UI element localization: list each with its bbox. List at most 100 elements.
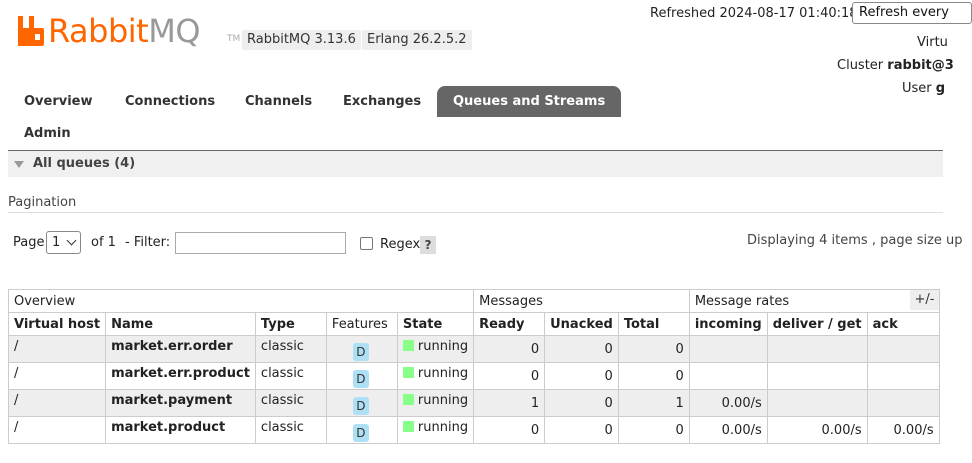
col-state[interactable]: State [396,312,475,336]
tab-exchanges[interactable]: Exchanges [343,94,422,109]
cell-state: running [396,362,475,390]
refresh-interval-select[interactable]: Refresh every [852,2,972,24]
cell-ack [866,362,940,390]
col-deliver-get[interactable]: deliver / get [766,312,868,336]
displaying-info: Displaying 4 items , page size up [747,233,963,248]
page-select[interactable]: 1 [46,231,81,254]
column-toggle-button[interactable]: +/- [910,290,939,310]
queues-table: Overview Messages Message rates Virtual … [7,289,940,444]
cell-state: running [396,389,475,417]
cell-unacked: 0 [544,362,619,390]
page-count: of 1 [91,235,116,250]
user-name: g [935,81,946,96]
cell-state: running [396,335,475,363]
queue-name-link[interactable]: market.product [105,416,256,444]
queue-name-link[interactable]: market.err.product [105,362,256,390]
tab-channels[interactable]: Channels [245,94,313,109]
cell-vhost: / [7,335,107,363]
filter-input[interactable] [175,232,346,254]
cell-features: D [325,362,398,390]
tab-connections[interactable]: Connections [125,94,216,109]
cell-ready: 0 [473,335,546,363]
cell-vhost: / [7,362,107,390]
user-info: User g [902,81,945,96]
user-label: User [902,81,932,96]
col-name[interactable]: Name [105,312,256,336]
cluster-name: rabbit@3 [887,58,954,73]
pagination-divider [8,212,943,213]
all-queues-section-toggle[interactable]: All queues (4) [8,151,943,177]
col-unacked[interactable]: Unacked [544,312,619,336]
tab-overview[interactable]: Overview [24,94,93,109]
page-label: Page [13,235,45,250]
collapse-triangle-icon [14,161,24,168]
cell-ack: 0.00/s [866,416,940,444]
section-title: All queues (4) [33,156,136,171]
durable-badge: D [352,397,369,415]
table-row: / market.payment classic D running 1 0 1… [7,389,940,417]
chevron-down-icon [66,235,77,246]
brand-name: RabbitMQ [48,12,200,50]
tab-queues-and-streams[interactable]: Queues and Streams [437,86,622,117]
cell-type: classic [254,362,327,390]
erlang-version: Erlang 26.2.5.2 [362,30,472,50]
table-row: / market.err.product classic D running 0… [7,362,940,390]
cell-incoming [688,335,768,363]
virtual-host-label: Virtu [917,35,948,50]
cell-total: 0 [617,335,690,363]
group-overview: Overview [7,289,475,313]
cluster-info: Cluster rabbit@3 [837,58,954,73]
running-indicator-icon [402,421,414,432]
regex-checkbox[interactable] [360,237,373,250]
cell-deliver-get [766,362,868,390]
cell-vhost: / [7,389,107,417]
cell-type: classic [254,335,327,363]
cluster-label: Cluster [837,58,884,73]
running-indicator-icon [402,394,414,405]
col-features: Features [325,312,398,336]
cell-ready: 0 [473,362,546,390]
cell-ready: 1 [473,389,546,417]
refreshed-timestamp: Refreshed 2024-08-17 01:40:18 [650,6,858,21]
cell-features: D [325,389,398,417]
cell-deliver-get [766,389,868,417]
col-incoming[interactable]: incoming [688,312,768,336]
regex-help-button[interactable]: ? [420,236,436,254]
queue-name-link[interactable]: market.payment [105,389,256,417]
col-ack[interactable]: ack [866,312,940,336]
cell-state: running [396,416,475,444]
cell-unacked: 0 [544,335,619,363]
running-indicator-icon [402,367,414,378]
cell-features: D [325,335,398,363]
col-total[interactable]: Total [617,312,690,336]
group-messages: Messages [473,289,690,313]
table-row: / market.err.order classic D running 0 0… [7,335,940,363]
col-ready[interactable]: Ready [473,312,546,336]
durable-badge: D [352,343,369,361]
filter-label: - Filter: [125,235,171,250]
col-virtual-host[interactable]: Virtual host [7,312,107,336]
cell-incoming: 0.00/s [688,389,768,417]
rabbitmq-version: RabbitMQ 3.13.6 [242,30,361,50]
cell-vhost: / [7,416,107,444]
trademark: TM [227,34,241,44]
durable-badge: D [352,424,369,442]
tab-admin[interactable]: Admin [24,126,71,141]
queue-name-link[interactable]: market.err.order [105,335,256,363]
page-select-value: 1 [52,235,61,250]
cell-unacked: 0 [544,416,619,444]
rabbit-icon [18,16,46,46]
tab-divider [8,150,943,151]
cell-type: classic [254,416,327,444]
table-row: / market.product classic D running 0 0 0… [7,416,940,444]
col-type[interactable]: Type [254,312,327,336]
running-indicator-icon [402,340,414,351]
cell-deliver-get [766,335,868,363]
cell-ack [866,335,940,363]
pagination-label: Pagination [8,195,77,210]
cell-ready: 0 [473,416,546,444]
cell-unacked: 0 [544,389,619,417]
cell-deliver-get: 0.00/s [766,416,868,444]
group-message-rates: Message rates [688,289,940,313]
cell-total: 0 [617,416,690,444]
